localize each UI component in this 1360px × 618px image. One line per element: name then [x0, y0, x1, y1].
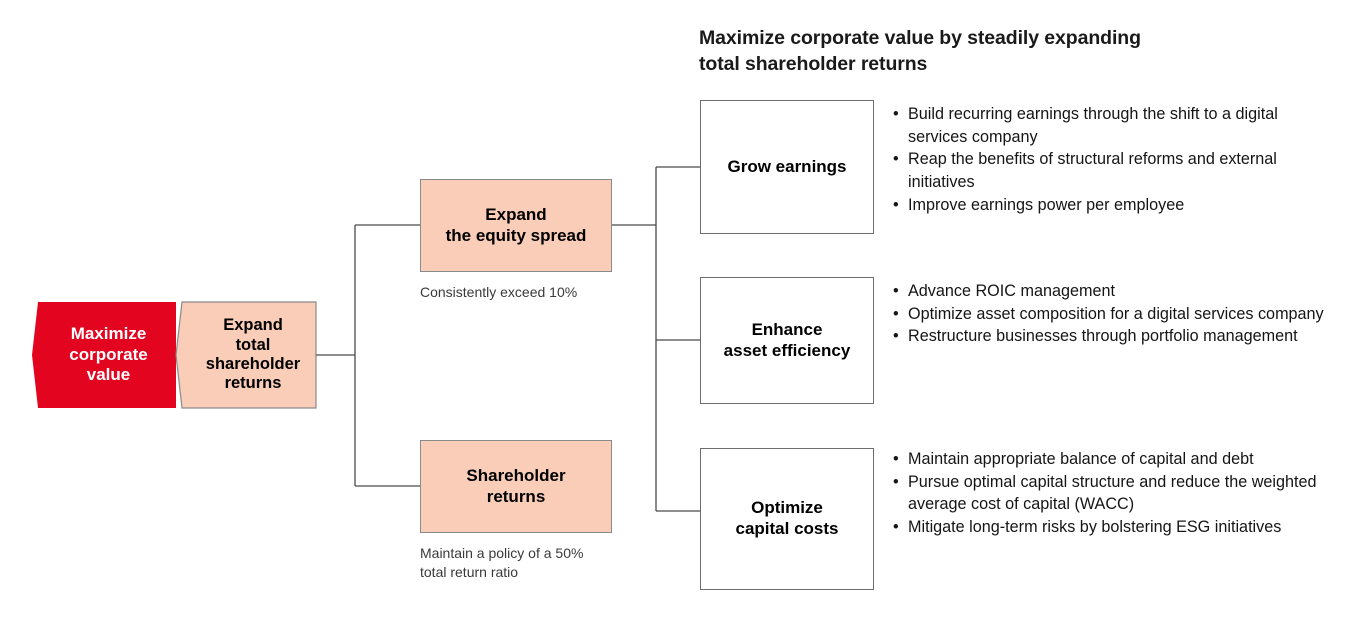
outcome-bullets-optimize-capital-costs: Maintain appropriate balance of capital …: [893, 448, 1338, 539]
root-peach-label: Expand total shareholder returns: [176, 302, 316, 408]
outcome-box-enhance-asset-efficiency: Enhance asset efficiency: [700, 277, 874, 404]
outcome-box-optimize-capital-costs-label: Optimize capital costs: [735, 498, 839, 538]
outcome-box-optimize-capital-costs: Optimize capital costs: [700, 448, 874, 590]
outcome-box-grow-earnings-label: Grow earnings: [727, 156, 847, 176]
list-item: Improve earnings power per employee: [893, 194, 1338, 217]
driver-box-equity-spread: Expand the equity spread: [420, 179, 612, 272]
list-item: Optimize asset composition for a digital…: [893, 303, 1338, 326]
root-red-label-text: Maximize corporate value: [69, 323, 148, 385]
outcome-box-grow-earnings: Grow earnings: [700, 100, 874, 234]
driver-box-equity-spread-label: Expand the equity spread: [445, 204, 587, 245]
outcome-bullets-grow-earnings: Build recurring earnings through the shi…: [893, 103, 1338, 216]
driver-caption-shareholder-returns: Maintain a policy of a 50% total return …: [420, 545, 584, 581]
list-item: Restructure businesses through portfolio…: [893, 325, 1338, 348]
list-item: Reap the benefits of structural reforms …: [893, 148, 1338, 193]
driver-box-shareholder-returns: Shareholder returns: [420, 440, 612, 533]
list-item: Advance ROIC management: [893, 280, 1338, 303]
list-item: Pursue optimal capital structure and red…: [893, 471, 1338, 516]
list-item: Build recurring earnings through the shi…: [893, 103, 1338, 148]
root-peach-label-text: Expand total shareholder returns: [205, 316, 301, 393]
list-item: Maintain appropriate balance of capital …: [893, 448, 1338, 471]
outcome-bullets-enhance-asset-efficiency: Advance ROIC management Optimize asset c…: [893, 280, 1338, 348]
driver-caption-equity-spread: Consistently exceed 10%: [420, 284, 578, 300]
outcome-box-enhance-asset-efficiency-label: Enhance asset efficiency: [723, 319, 851, 360]
list-item: Mitigate long-term risks by bolstering E…: [893, 516, 1338, 539]
root-red-label: Maximize corporate value: [32, 302, 176, 408]
driver-box-shareholder-returns-label: Shareholder returns: [466, 465, 566, 506]
page-title: Maximize corporate value by steadily exp…: [699, 27, 1141, 75]
